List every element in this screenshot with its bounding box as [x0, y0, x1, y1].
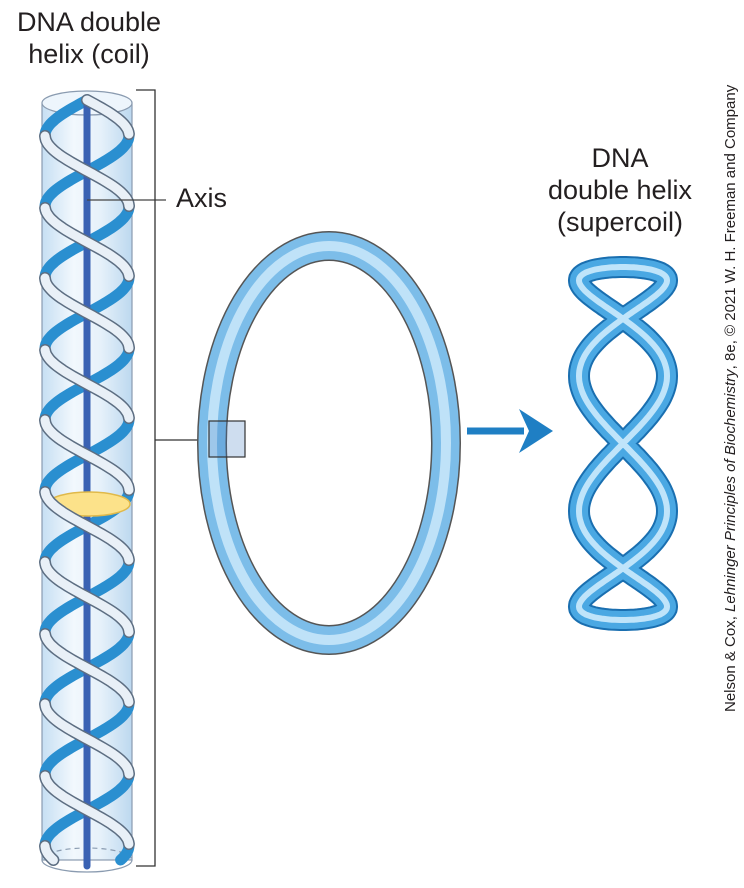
supercoil-title-line1: DNA: [591, 143, 649, 173]
supercoil-title: DNA double helix (supercoil): [540, 142, 700, 238]
helix-front-strand: [40, 95, 134, 865]
relaxed-dna-ring: [197, 231, 461, 655]
coil-title-line1: DNA double: [16, 7, 162, 37]
supercoil: [567, 256, 679, 631]
supercoil-title-line2: double helix: [547, 175, 693, 205]
coil-title-line2: helix (coil): [28, 39, 150, 69]
helix-bracket: [136, 89, 156, 867]
axis-label: Axis: [176, 183, 228, 213]
supercoil-title-line3: (supercoil): [556, 207, 684, 237]
transformation-arrow: [467, 409, 553, 453]
ring-zoom-box: [208, 420, 246, 458]
coil-title: DNA double helix (coil): [0, 6, 178, 70]
